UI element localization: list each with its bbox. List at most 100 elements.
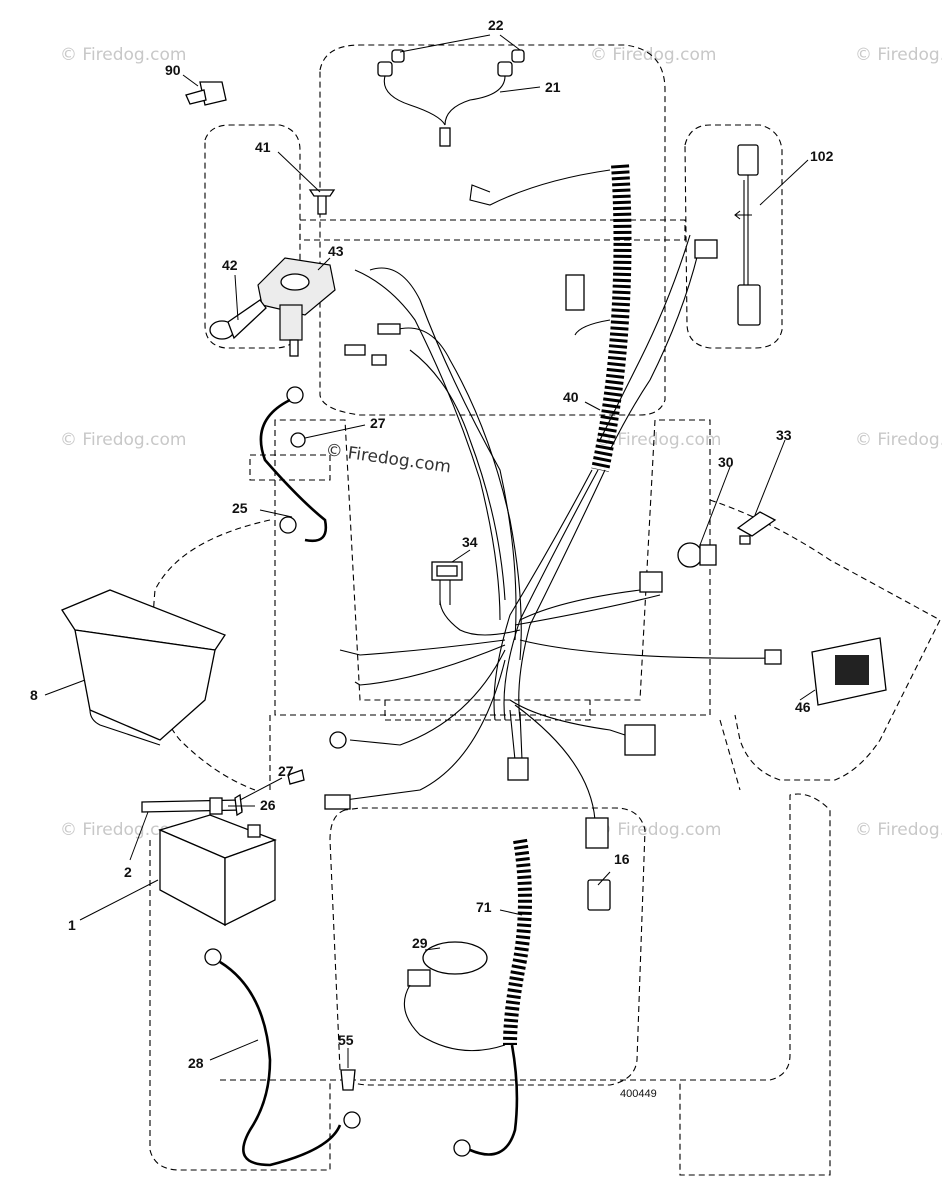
harness-40-left-run-b (394, 327, 522, 661)
callout-42: 42 (222, 257, 238, 273)
dash-upper-chassis (319, 44, 666, 416)
harness-40-left-run-d (354, 269, 501, 621)
callout-26: 26 (260, 797, 276, 813)
leader-22 (399, 34, 521, 53)
harness-40-to-ring (349, 649, 506, 746)
horn-29-plug (407, 969, 431, 987)
leader-27-top (304, 424, 366, 439)
terminal-27-cover (287, 769, 305, 785)
callout-22: 22 (488, 17, 504, 33)
leader-41 (277, 151, 321, 193)
callout-33: 33 (776, 427, 792, 443)
watermark-top-far-right: © Firedog.com (855, 45, 942, 65)
ignition-30-plug (699, 544, 717, 566)
leader-42 (234, 274, 239, 321)
switch-102-arrow (734, 210, 752, 220)
battery-1-side (224, 839, 276, 927)
leader-30 (699, 466, 731, 546)
part-102-switch (734, 144, 761, 326)
harness-40-to-plug (344, 659, 506, 801)
solenoid-43-top (280, 273, 310, 291)
bolt-55 (340, 1069, 356, 1091)
callout-41: 41 (255, 139, 271, 155)
connector-6-pin (624, 724, 656, 756)
switch-102-top (737, 144, 759, 176)
watermark-center: © Firedog.com (324, 440, 452, 477)
switch-102-shaft (743, 175, 749, 285)
callout-2: 2 (124, 864, 132, 880)
connector-to-71 (507, 757, 529, 781)
connector-to-46 (764, 649, 782, 665)
switch-34-rocker (436, 565, 458, 577)
leader-33 (754, 439, 786, 516)
leader-43 (317, 257, 331, 271)
leader-46 (799, 689, 816, 701)
callout-28: 28 (188, 1055, 204, 1071)
callout-27-top: 27 (370, 415, 386, 431)
frame-outlines (149, 44, 941, 1176)
watermark-top-left: © Firedog.com (60, 45, 186, 65)
coil-cord-71 (503, 838, 532, 1046)
headlight-bulb-right (497, 61, 513, 77)
leader-71 (499, 909, 523, 916)
harness-40-to-16 (514, 704, 596, 821)
leader-28 (209, 1039, 259, 1061)
cable-25-ring-top (286, 386, 304, 404)
harness-40-to-6pin (509, 699, 626, 736)
leader-2 (129, 811, 149, 861)
main-harness-40 (324, 164, 782, 849)
part-28-cable (204, 948, 361, 1167)
callout-25: 25 (232, 500, 248, 516)
switch-33-tab (739, 535, 751, 545)
connector-to-16 (585, 817, 609, 849)
watermark-bottom-right: © Firedog.com (595, 820, 721, 840)
switch-102-bottom (737, 284, 761, 326)
harness-40-to-left-b (359, 644, 506, 686)
harness-40-to-71 (509, 709, 523, 761)
harness-40-left-run-c (409, 349, 506, 601)
dash-lower-box (329, 807, 646, 1086)
harness-40-connector-b (694, 239, 718, 259)
callout-90: 90 (165, 62, 181, 78)
callout-21: 21 (545, 79, 561, 95)
harness-40-to-34 (439, 599, 521, 636)
panel-46-window (835, 655, 869, 685)
connector-16 (587, 879, 611, 911)
cable-25-wire (259, 398, 328, 543)
cord-71-tail (469, 1044, 519, 1156)
callout-labels: 22 21 90 41 42 43 102 40 27 25 33 30 34 … (30, 17, 834, 1071)
leader-102 (759, 159, 809, 206)
callout-71: 71 (476, 899, 492, 915)
callout-16: 16 (614, 851, 630, 867)
callout-34: 34 (462, 534, 478, 550)
headlight-plug (439, 127, 451, 147)
watermark-mid-far-right: © Firedog.com (855, 430, 942, 450)
leader-90 (182, 74, 199, 87)
dash-switch-box (684, 124, 783, 349)
watermark-top-right: © Firedog.com (590, 45, 716, 65)
leader-1 (79, 879, 159, 921)
leader-27-battery (239, 777, 283, 801)
switches-right (431, 511, 887, 706)
callout-29: 29 (412, 935, 428, 951)
dash-clip (249, 454, 331, 481)
washer-26 (209, 797, 223, 815)
switch-34-leads (439, 580, 451, 605)
harness-40-left-run-a (369, 267, 517, 641)
harness-40-branch-top (469, 169, 611, 206)
headlight-socket-left (391, 49, 405, 63)
pin-42-shaft (227, 299, 267, 340)
harness-40-plug-terminal (324, 794, 351, 810)
leader-34 (451, 549, 471, 563)
dash-right-panel (709, 499, 941, 781)
dash-lower-chassis (149, 793, 831, 1176)
dash-mid-frame (274, 419, 711, 716)
harness-40-connector-a (565, 274, 585, 311)
harness-40-trunk-c (493, 469, 593, 721)
callout-55: 55 (338, 1032, 354, 1048)
callout-30: 30 (718, 454, 734, 470)
callout-27-battery: 27 (278, 763, 294, 779)
horn-29 (422, 941, 488, 975)
horn-29-lead (403, 984, 506, 1052)
harness-40-terminal-a (377, 323, 401, 335)
